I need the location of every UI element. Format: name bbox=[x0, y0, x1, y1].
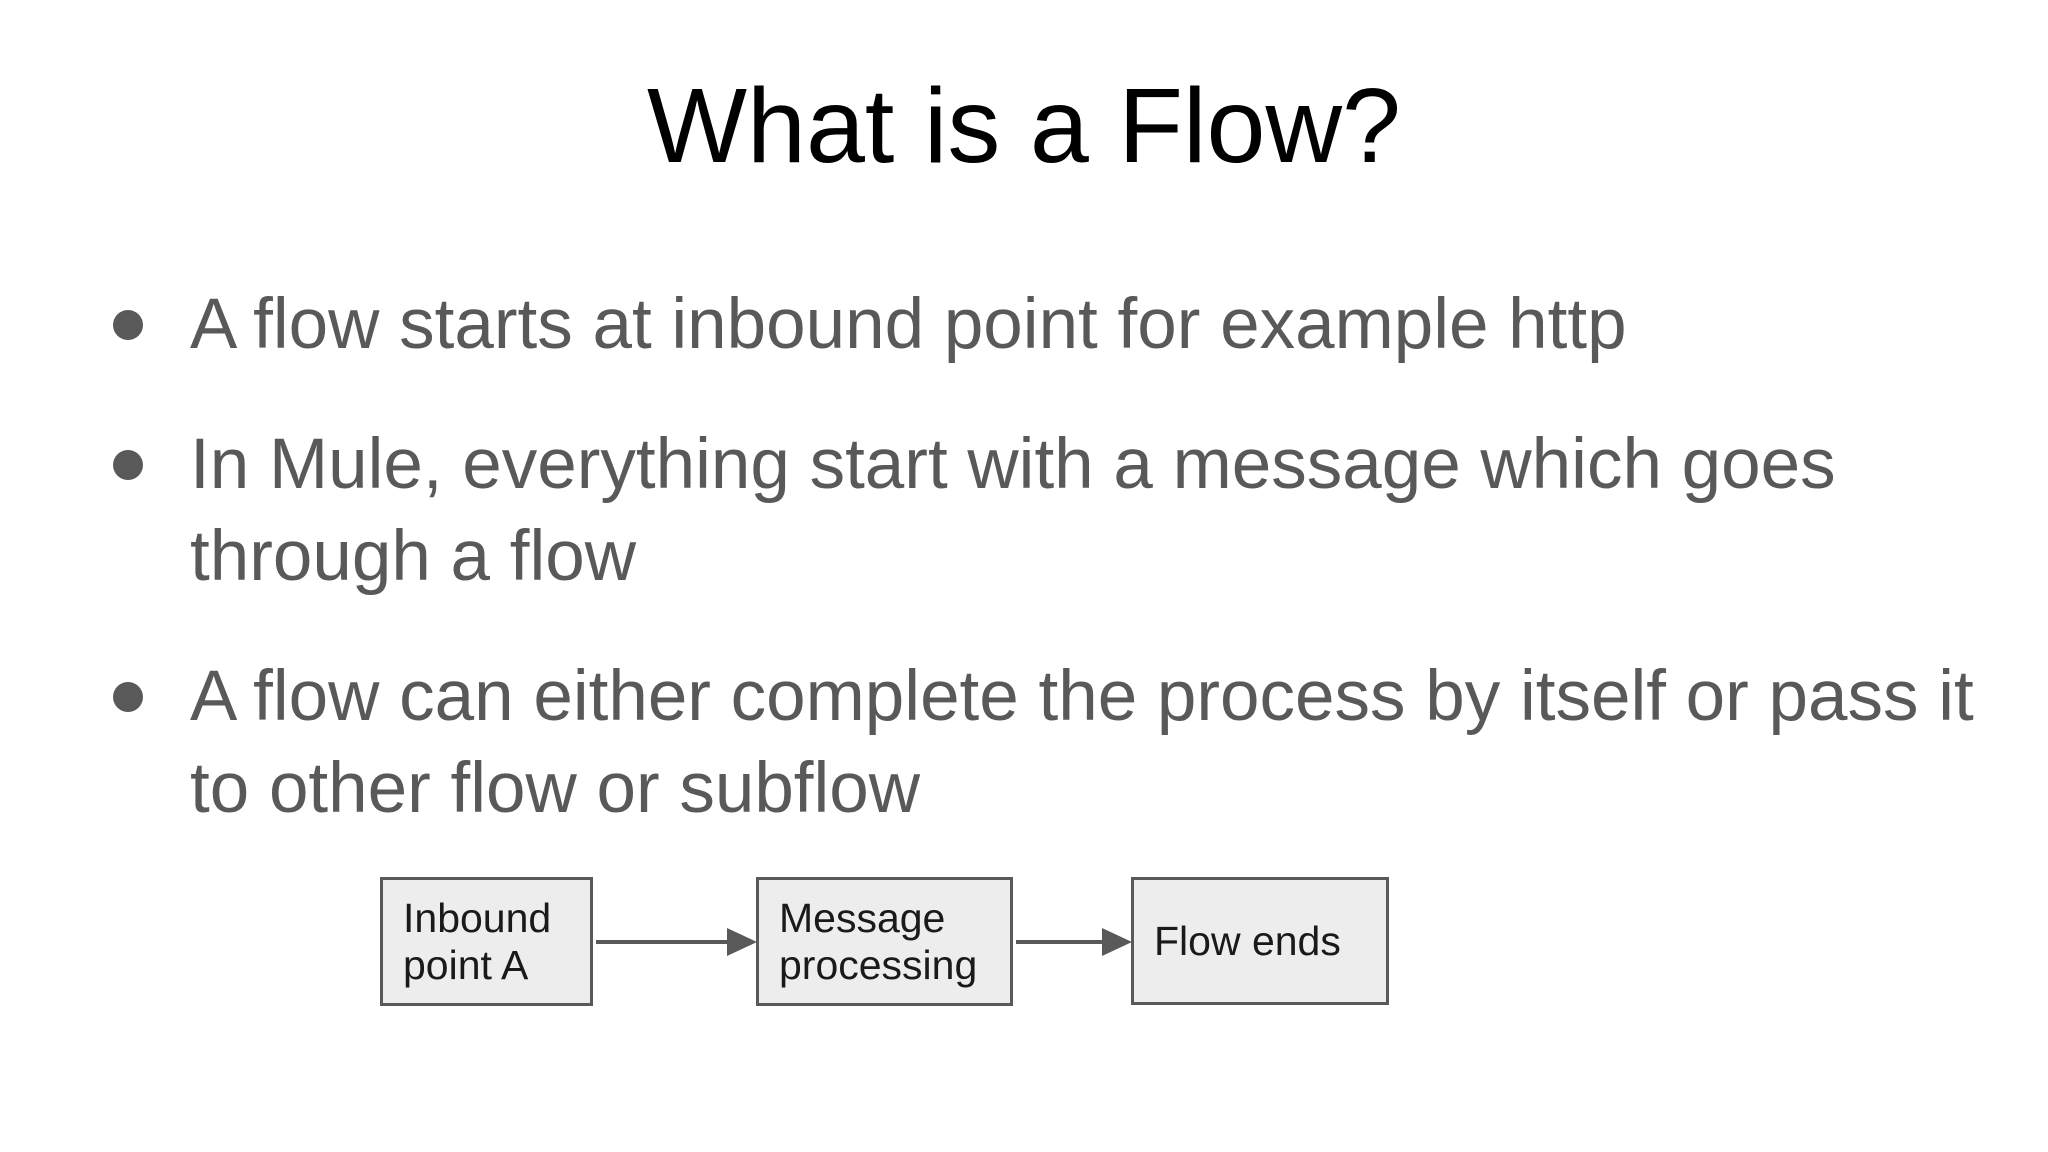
diagram-node-message-processing: Message processing bbox=[756, 877, 1013, 1006]
diagram-node-label: Message processing bbox=[779, 894, 978, 988]
flow-arrow bbox=[596, 928, 757, 956]
bullet-item: A flow starts at inbound point for examp… bbox=[113, 279, 1993, 371]
bullet-item: A flow can either complete the process b… bbox=[113, 651, 1993, 835]
bullet-dot-icon bbox=[113, 682, 143, 712]
bullet-line: to other flow or subflow bbox=[190, 749, 921, 828]
diagram-node-flow-ends: Flow ends bbox=[1131, 877, 1389, 1005]
bullet-text: A flow starts at inbound point for examp… bbox=[190, 279, 1627, 371]
bullet-list: A flow starts at inbound point for examp… bbox=[113, 279, 1993, 883]
bullet-line: A flow starts at inbound point for examp… bbox=[190, 285, 1627, 364]
diagram-node-inbound-point-a: Inbound point A bbox=[380, 877, 593, 1006]
bullet-text: In Mule, everything start with a message… bbox=[190, 419, 1836, 603]
bullet-line: through a flow bbox=[190, 517, 637, 596]
bullet-item: In Mule, everything start with a message… bbox=[113, 419, 1993, 603]
bullet-line: A flow can either complete the process b… bbox=[190, 657, 1974, 736]
bullet-dot-icon bbox=[113, 450, 143, 480]
bullet-dot-icon bbox=[113, 310, 143, 340]
diagram-node-label: Inbound point A bbox=[403, 894, 552, 988]
diagram-node-label: Flow ends bbox=[1154, 917, 1341, 964]
flow-arrow bbox=[1016, 928, 1132, 956]
bullet-text: A flow can either complete the process b… bbox=[190, 651, 1974, 835]
bullet-line: In Mule, everything start with a message… bbox=[190, 425, 1836, 504]
slide-title: What is a Flow? bbox=[646, 67, 1401, 185]
